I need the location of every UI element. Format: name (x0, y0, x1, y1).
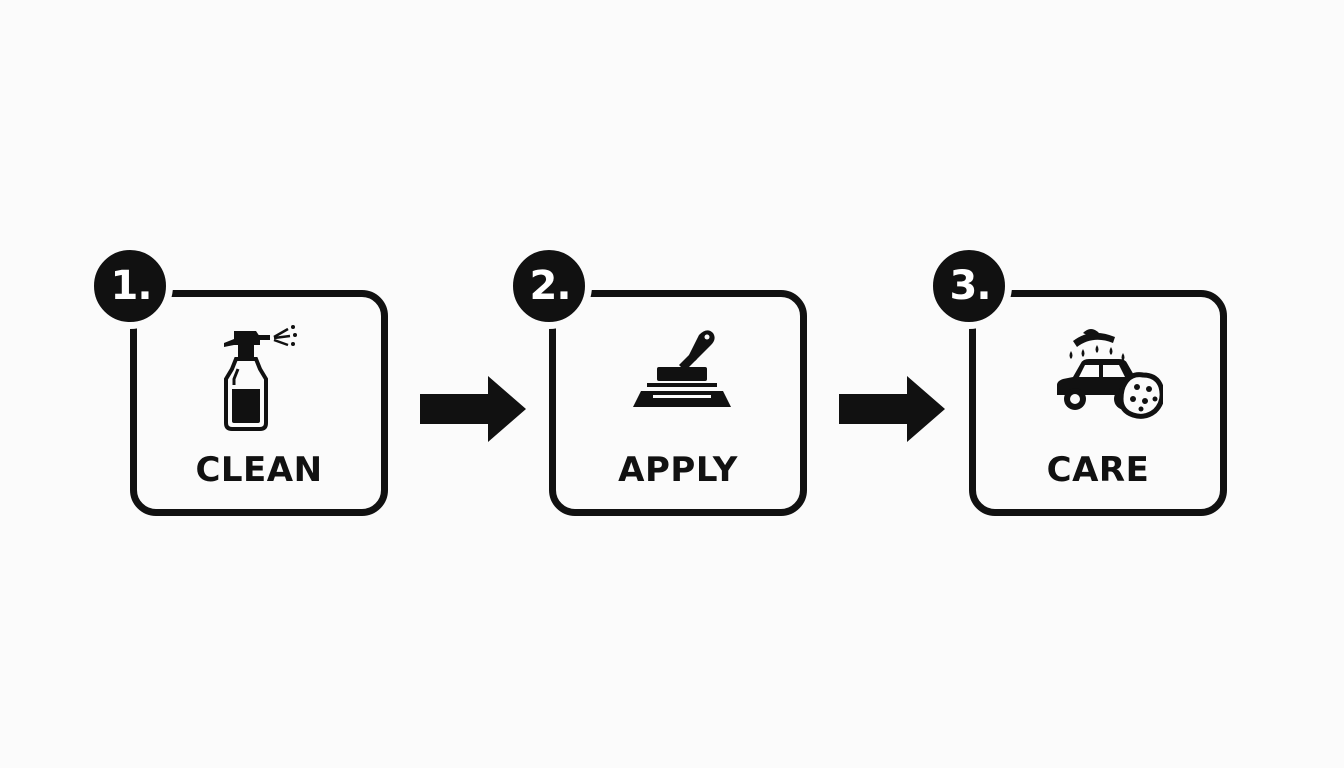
right-arrow-icon (839, 376, 947, 442)
step-number: 2. (529, 263, 571, 309)
spatula-applicator-icon (613, 323, 743, 433)
step-number: 1. (110, 263, 152, 309)
step-card-care: 3. (926, 243, 1227, 516)
step-number-badge: 1. (87, 243, 173, 329)
step-label: CLEAN (195, 450, 323, 490)
step-label: CARE (1046, 450, 1150, 490)
car-wash-sponge-icon (1033, 323, 1163, 433)
step-card-apply: 2. APPLY (506, 243, 807, 516)
step-number-badge: 2. (506, 243, 592, 329)
right-arrow-icon (420, 376, 528, 442)
step-number: 3. (949, 263, 991, 309)
step-card-clean: 1. (87, 243, 388, 516)
spray-bottle-icon (194, 323, 324, 433)
step-label: APPLY (618, 450, 738, 490)
step-number-badge: 3. (926, 243, 1012, 329)
